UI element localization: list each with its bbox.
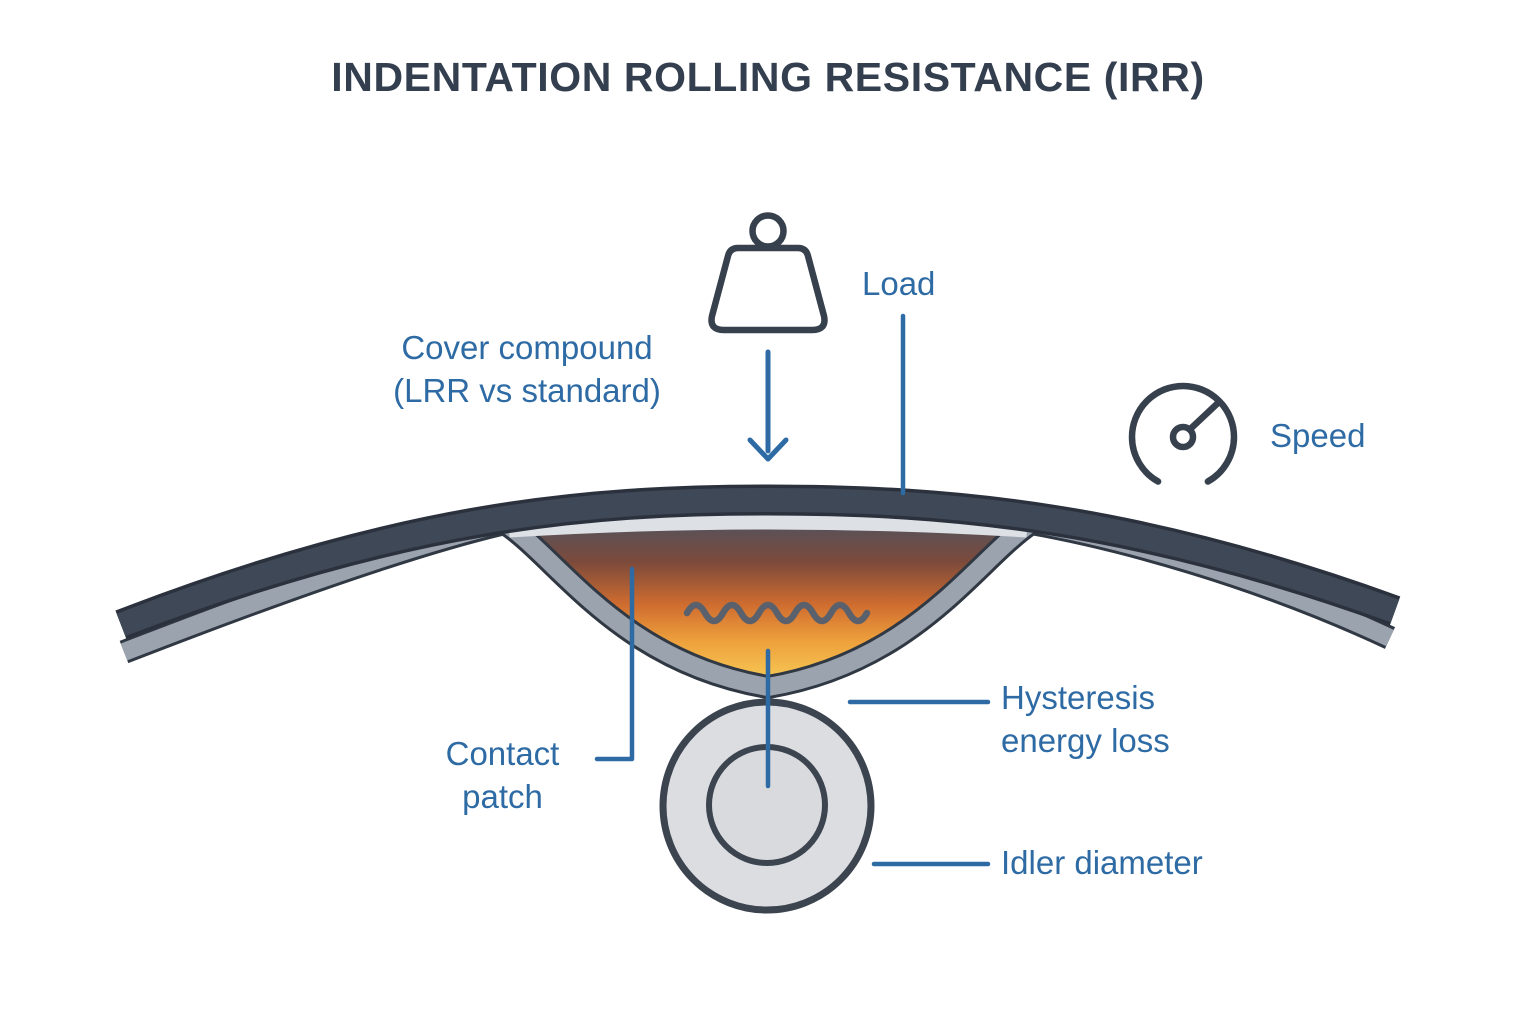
speed-label: Speed [1270, 417, 1366, 454]
contact-patch-label-line2: patch [462, 778, 543, 815]
cover-compound-label: Cover compound (LRR vs standard) [362, 326, 692, 412]
down-arrow-icon [747, 349, 789, 462]
cover-compound-band [508, 512, 1028, 538]
belt-top-cover [115, 484, 1401, 640]
hysteresis-heat-region [518, 527, 1018, 676]
speedometer-icon [1128, 382, 1238, 492]
page-title: INDENTATION ROLLING RESISTANCE (IRR) [331, 54, 1205, 100]
cover-compound-label-line1: Cover compound [401, 329, 653, 366]
load-label: Load [862, 265, 936, 302]
idler-roller [659, 698, 875, 914]
cover-compound-label-line2: (LRR vs standard) [393, 372, 661, 409]
hysteresis-label-line1: Hysteresis [1001, 679, 1156, 716]
heat-wave-icon [683, 601, 871, 625]
hysteresis-label-line2: energy loss [1001, 722, 1170, 759]
weight-icon [708, 212, 828, 334]
contact-patch-label: Contact patch [425, 732, 580, 818]
hysteresis-label: Hysteresis energy loss [1001, 676, 1170, 762]
contact-patch-label-line1: Contact [445, 735, 560, 772]
idler-diameter-label: Idler diameter [1001, 844, 1203, 881]
contact-patch-leader-line [594, 566, 635, 762]
